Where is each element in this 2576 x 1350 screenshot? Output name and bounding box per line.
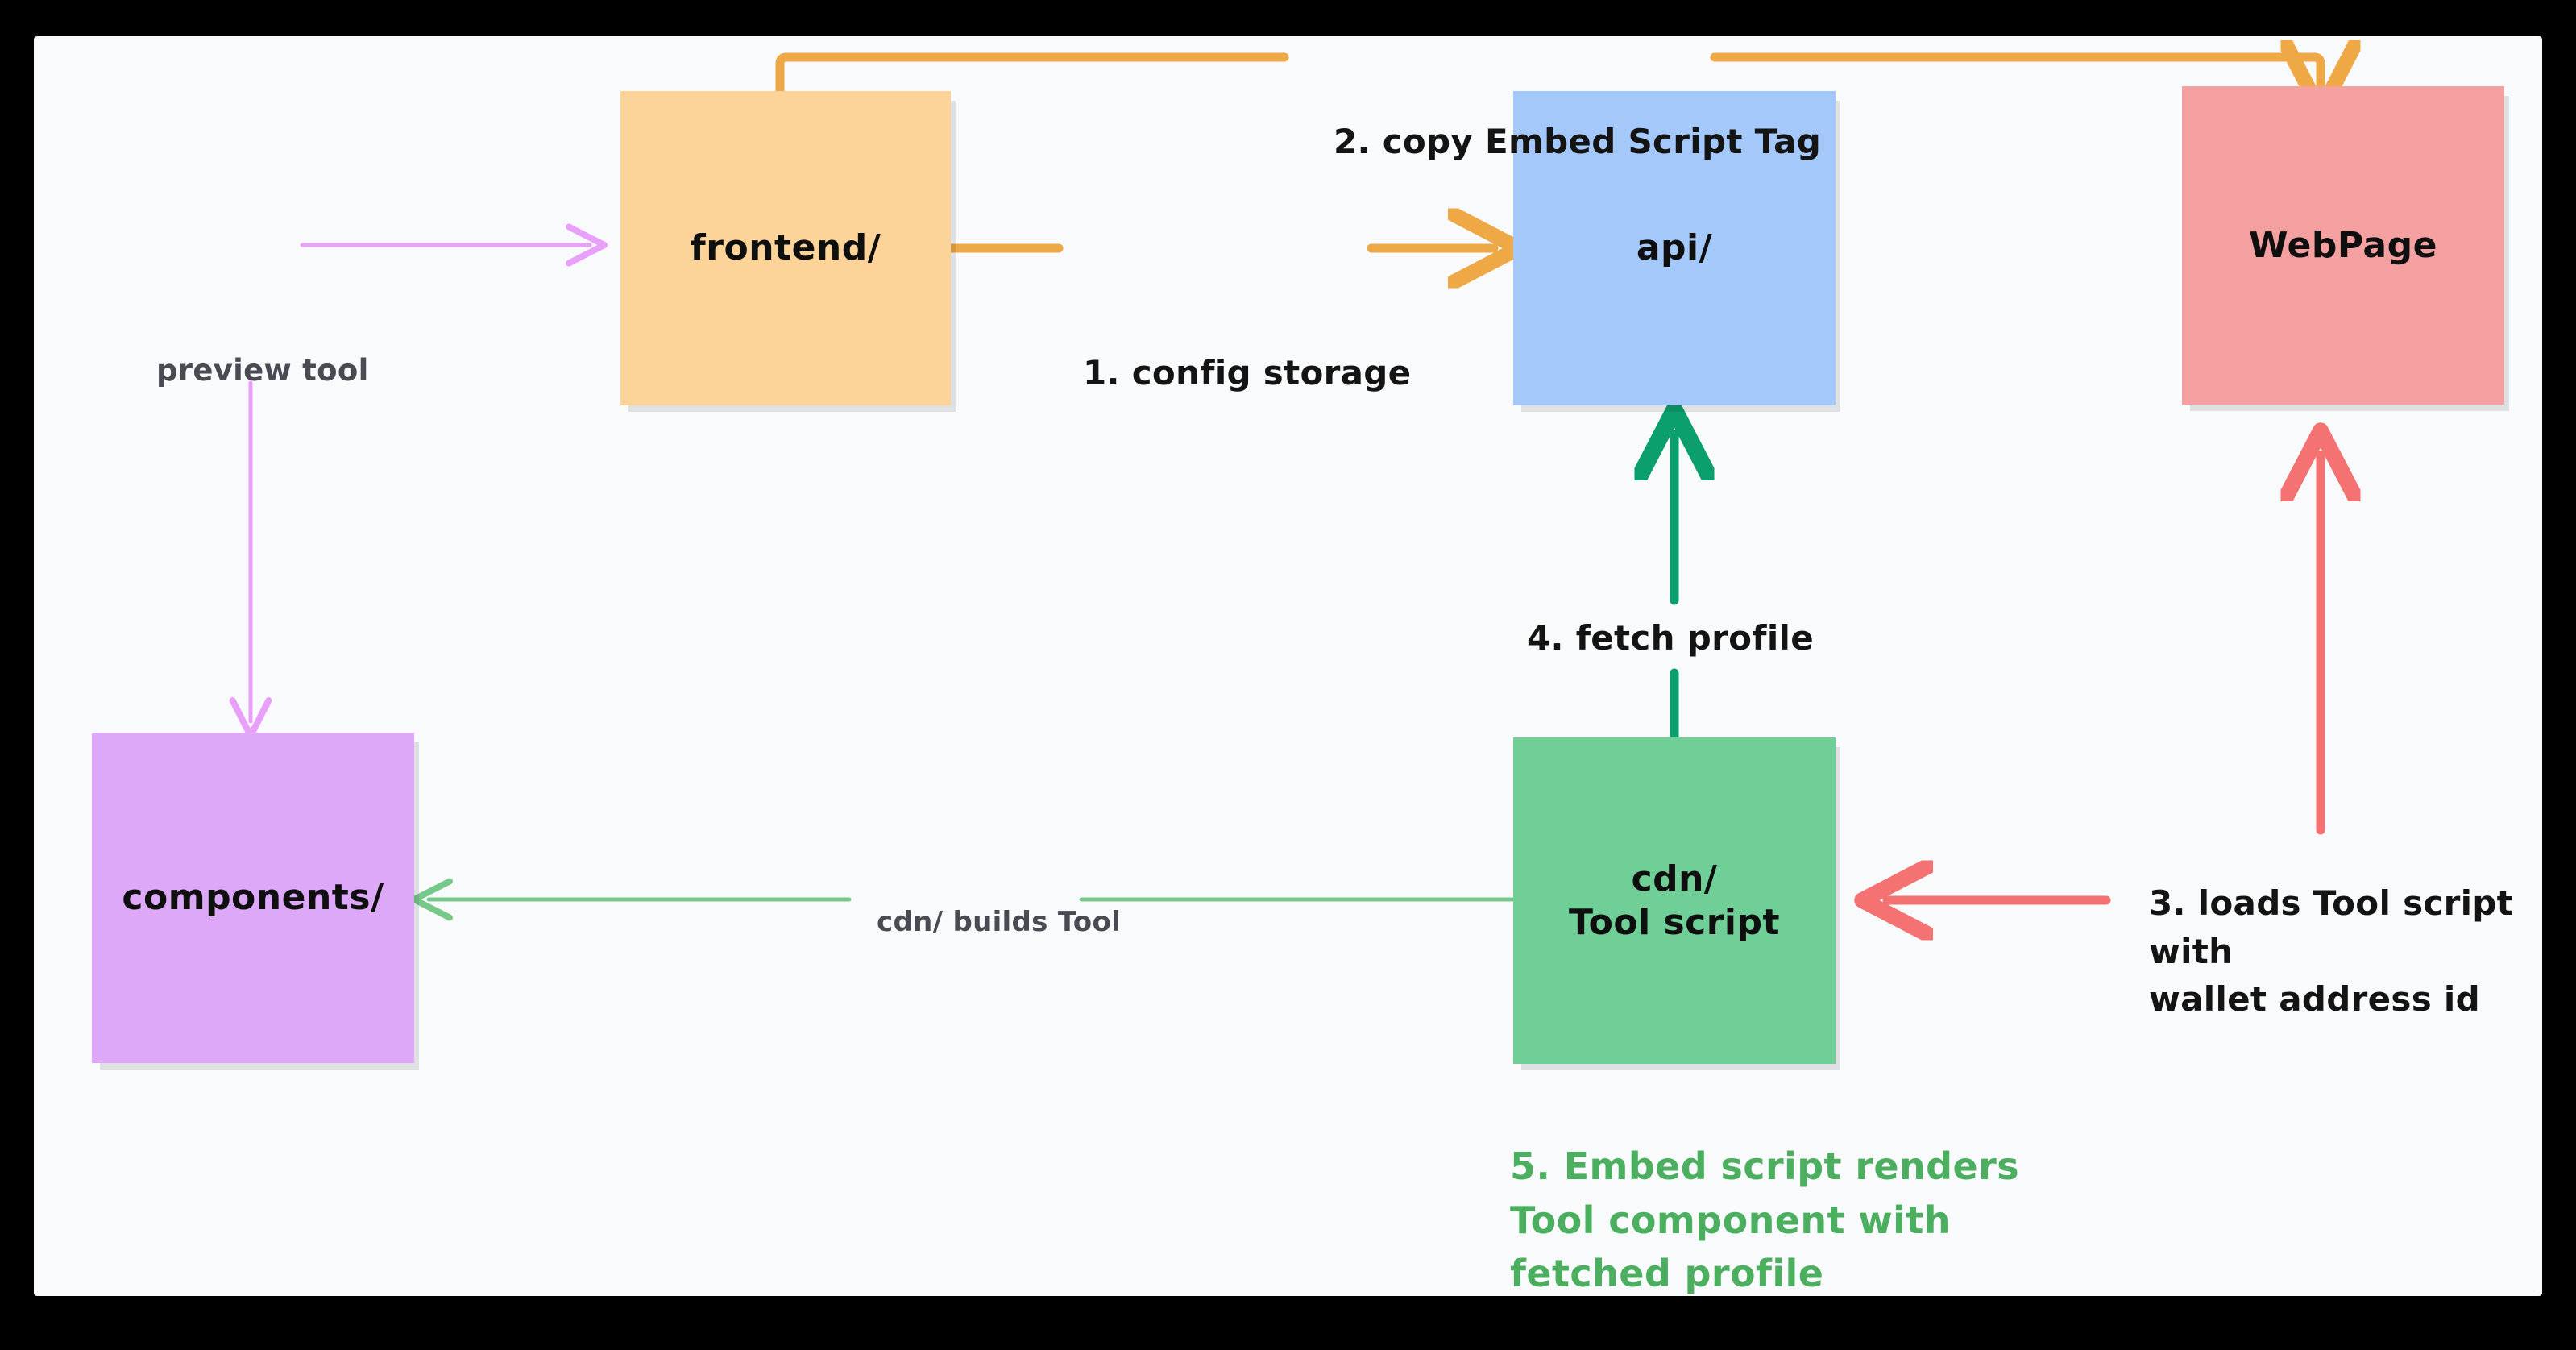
diagram-canvas: frontend/ api/ WebPage components/ cdn/ …	[34, 36, 2542, 1296]
node-components-label: components/	[122, 877, 384, 919]
node-cdn-label: cdn/ Tool script	[1568, 858, 1781, 943]
node-webpage[interactable]: WebPage	[2182, 86, 2504, 405]
edge-label-config-storage: 1. config storage	[1083, 353, 1412, 393]
node-cdn[interactable]: cdn/ Tool script	[1513, 737, 1836, 1064]
node-webpage-label: WebPage	[2249, 224, 2437, 266]
edge-label-preview-tool: preview tool	[156, 353, 369, 388]
edge-preview-tool	[229, 223, 608, 739]
node-frontend[interactable]: frontend/	[620, 91, 951, 405]
edge-label-cdn-builds-tool: cdn/ builds Tool	[877, 906, 1122, 938]
edge-label-loads-tool-script: 3. loads Tool script with wallet address…	[2149, 883, 2514, 1020]
node-api[interactable]: api/	[1513, 91, 1836, 405]
node-api-label: api/	[1636, 227, 1713, 269]
edge-label-copy-embed-script-tag: 2. copy Embed Script Tag	[1334, 122, 1822, 161]
edge-copy-embed	[775, 57, 2321, 91]
edge-label-fetch-profile: 4. fetch profile	[1527, 618, 1815, 658]
node-components[interactable]: components/	[92, 733, 414, 1063]
node-frontend-label: frontend/	[690, 227, 881, 269]
edge-loads-tool-script	[1887, 455, 2321, 900]
note-embed-script-renders: 5. Embed script renders Tool component w…	[1510, 1144, 2019, 1296]
diagram-connectors	[229, 36, 2542, 1296]
